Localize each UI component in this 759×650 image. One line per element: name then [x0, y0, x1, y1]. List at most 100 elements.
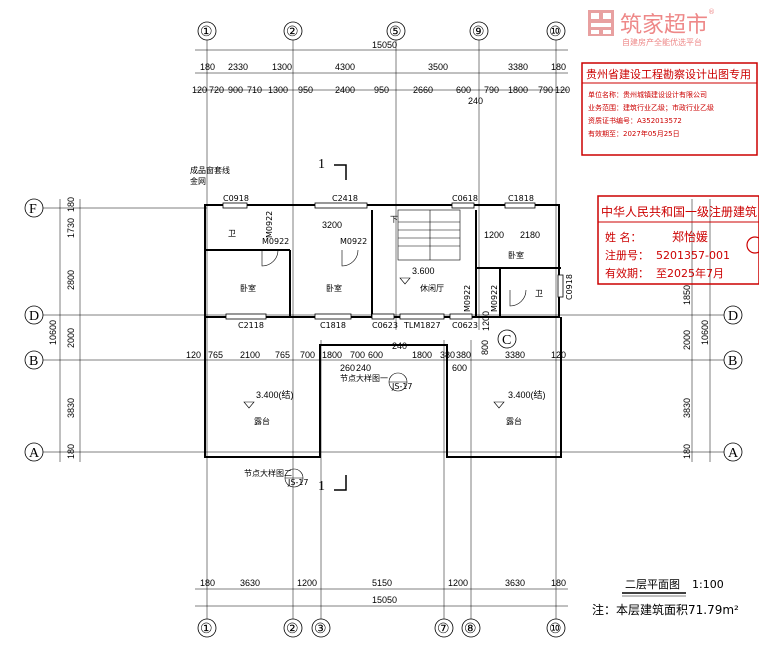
- svg-text:800: 800: [480, 340, 490, 355]
- level-terrace-right: 3.400(结): [508, 389, 546, 400]
- section-markers: [334, 164, 347, 491]
- svg-text:有效期：: 有效期：: [605, 266, 649, 280]
- stair-down-label: 下: [390, 215, 398, 224]
- axis-top-9: ⑨: [472, 25, 485, 40]
- axis-top-10: ⑩: [549, 25, 562, 40]
- svg-text:M0922: M0922: [265, 211, 274, 238]
- svg-text:180: 180: [200, 578, 215, 588]
- svg-text:卫: 卫: [535, 289, 543, 298]
- svg-text:C1818: C1818: [320, 321, 346, 330]
- svg-text:1300: 1300: [268, 85, 288, 95]
- svg-text:单位名称：贵州城镇建设设计有限公司: 单位名称：贵州城镇建设设计有限公司: [588, 90, 707, 99]
- stair: [397, 209, 461, 261]
- axis-bottom-1: ①: [200, 622, 213, 637]
- svg-text:卧室: 卧室: [508, 250, 524, 260]
- svg-text:380: 380: [440, 350, 455, 360]
- svg-text:790: 790: [538, 85, 553, 95]
- svg-text:1800: 1800: [412, 350, 432, 360]
- svg-text:3380: 3380: [508, 62, 528, 72]
- svg-text:卧室: 卧室: [326, 283, 342, 293]
- svg-text:950: 950: [374, 85, 389, 95]
- svg-text:3500: 3500: [428, 62, 448, 72]
- svg-text:10600: 10600: [48, 320, 58, 345]
- stamp2-title: 中华人民共和国一级注册建筑: [601, 204, 757, 219]
- brand-registered: ®: [708, 8, 715, 16]
- svg-text:790: 790: [484, 85, 499, 95]
- svg-text:600: 600: [456, 85, 471, 95]
- svg-text:3200: 3200: [322, 220, 342, 230]
- dim-top-total: 15050: [372, 40, 397, 50]
- window-labels: C0918 C2418 C0618 C1818 C2118 C1818 C062…: [223, 194, 574, 330]
- axis-left-D: D: [29, 309, 39, 324]
- section-bottom: 1: [318, 479, 325, 494]
- svg-text:2660: 2660: [413, 85, 433, 95]
- svg-text:姓 名：: 姓 名：: [605, 230, 642, 244]
- level-markers: [243, 277, 505, 409]
- axis-bottom-7: ⑦: [437, 622, 450, 637]
- brand-slogan: 自建房产全能优选平台: [622, 37, 702, 47]
- svg-text:1200: 1200: [297, 578, 317, 588]
- drawing-title: 二层平面图: [625, 578, 680, 591]
- svg-text:1730: 1730: [66, 218, 76, 238]
- svg-text:260: 260: [340, 363, 355, 373]
- svg-text:240: 240: [356, 363, 371, 373]
- svg-text:TLM1827: TLM1827: [403, 321, 441, 330]
- svg-text:C0623: C0623: [372, 321, 398, 330]
- svg-text:M0922: M0922: [463, 285, 472, 312]
- axis-bottom-2: ②: [286, 622, 299, 637]
- svg-text:3830: 3830: [682, 398, 692, 418]
- svg-text:180: 180: [682, 444, 692, 459]
- area-note: 注：本层建筑面积71.79m²: [592, 602, 739, 617]
- architect-stamp: 中华人民共和国一级注册建筑 姓 名： 郑怡媛 注册号： 5201357-001 …: [597, 195, 759, 285]
- svg-text:M0922: M0922: [262, 237, 289, 246]
- brand-logo: 筑家超市 ® 自建房产全能优选平台: [588, 8, 715, 47]
- axis-left-A: A: [29, 446, 40, 461]
- dim-top-row2: 120 720 900 710 1300 950 2400 950 2660 6…: [192, 85, 570, 95]
- svg-text:业务范围：建筑行业乙级；市政行业乙级: 业务范围：建筑行业乙级；市政行业乙级: [588, 103, 714, 112]
- axis-top-2: ②: [286, 25, 299, 40]
- svg-text:1850: 1850: [682, 285, 692, 305]
- svg-text:120: 120: [186, 350, 201, 360]
- svg-text:1800: 1800: [508, 85, 528, 95]
- dim-top-sub: 240: [468, 96, 483, 106]
- svg-text:C2418: C2418: [332, 194, 358, 203]
- stamp1-title: 贵州省建设工程勘察设计出图专用: [586, 67, 751, 81]
- svg-text:2000: 2000: [682, 330, 692, 350]
- svg-text:180: 180: [551, 62, 566, 72]
- brand-name: 筑家超市: [620, 13, 708, 38]
- design-stamp: 贵州省建设工程勘察设计出图专用 单位名称：贵州城镇建设设计有限公司 业务范围：建…: [581, 62, 758, 156]
- svg-text:C0618: C0618: [452, 194, 478, 203]
- svg-text:C0918: C0918: [565, 274, 574, 300]
- dim-top-row1: 180 2330 1300 4300 3500 3380 180: [200, 62, 566, 72]
- windows: [222, 202, 564, 320]
- dim-row-b-sub: 260 240 240 600: [340, 341, 467, 373]
- dim-bottom-row: 180 3630 1200 5150 1200 3630 180: [200, 578, 566, 588]
- svg-text:710: 710: [247, 85, 262, 95]
- svg-text:3830: 3830: [66, 398, 76, 418]
- section-top: 1: [318, 157, 325, 172]
- level-main: 3.600: [412, 266, 435, 276]
- svg-text:M0922: M0922: [490, 285, 499, 312]
- svg-text:950: 950: [298, 85, 313, 95]
- svg-text:600: 600: [368, 350, 383, 360]
- dim-left: 180 1730 2800 2000 3830 180 10600: [48, 197, 76, 459]
- svg-text:露台: 露台: [254, 416, 270, 426]
- svg-text:180: 180: [66, 444, 76, 459]
- axis-top-1: ①: [200, 25, 213, 40]
- axis-left-B: B: [29, 354, 38, 369]
- svg-text:1300: 1300: [272, 62, 292, 72]
- svg-text:765: 765: [275, 350, 290, 360]
- svg-text:2000: 2000: [66, 328, 76, 348]
- svg-text:180: 180: [66, 197, 76, 212]
- svg-text:注册号：: 注册号：: [605, 248, 649, 262]
- axis-c: C: [502, 333, 511, 348]
- dim-inner: 3200 1200 2180 800 1200: [322, 220, 540, 355]
- svg-text:120: 120: [192, 85, 207, 95]
- svg-text:C0918: C0918: [223, 194, 249, 203]
- svg-text:3380: 3380: [505, 350, 525, 360]
- svg-text:卫: 卫: [228, 229, 236, 238]
- svg-text:180: 180: [200, 62, 215, 72]
- axis-top: [197, 21, 566, 41]
- room-labels: 卫 卧室 卧室 休闲厅 卧室 卫 露台 露台: [228, 229, 543, 426]
